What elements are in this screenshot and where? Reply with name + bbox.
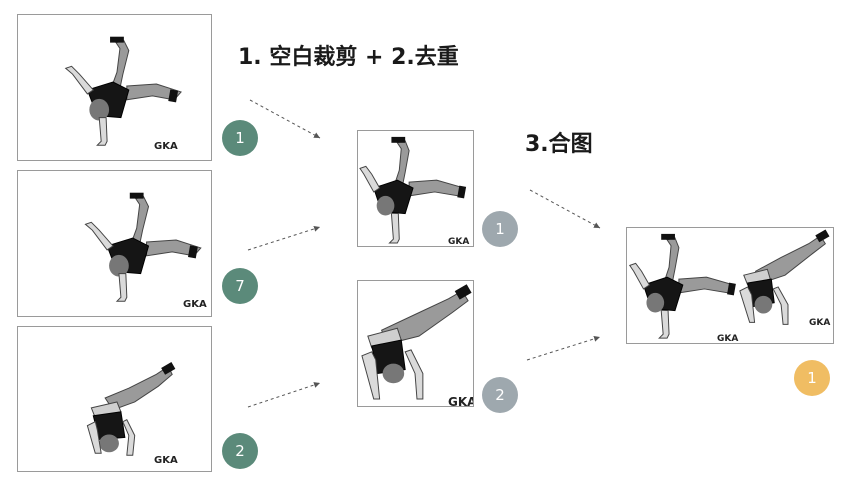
breakdancer-figure: [64, 36, 182, 146]
watermark-gka: GKA: [154, 455, 178, 466]
source-frame-2: GKA: [17, 170, 212, 317]
watermark-gka: GKA: [183, 299, 207, 310]
count-badge: 1: [482, 211, 518, 247]
count-badge: 2: [482, 377, 518, 413]
count-badge: 2: [222, 433, 258, 469]
watermark-gka: GKA: [809, 318, 831, 328]
arrow-crop2-to-merge: [526, 335, 601, 361]
count-badge: 7: [222, 268, 258, 304]
arrow-crop1-to-merge: [529, 189, 601, 229]
source-frame-3: GKA: [17, 326, 212, 472]
watermark-gka: GKA: [717, 334, 739, 344]
watermark-gka: GKA: [448, 395, 474, 407]
cropped-frame-2: GKA: [357, 280, 474, 407]
cropped-frame-1: GKA: [357, 130, 474, 247]
step-1-2-title: 1. 空白裁剪 + 2.去重: [238, 45, 459, 70]
breakdancer-figure: [359, 136, 467, 244]
arrow-2-to-crop: [247, 225, 321, 251]
watermark-gka: GKA: [154, 141, 178, 152]
count-badge: 1: [794, 360, 830, 396]
merged-figures: [628, 229, 830, 339]
arrow-3-to-crop: [247, 382, 321, 408]
breakdancer-figure: [86, 362, 176, 456]
source-frame-1: GKA: [17, 14, 212, 161]
step-3-title: 3.合图: [525, 132, 593, 157]
watermark-gka: GKA: [448, 237, 470, 247]
breakdancer-figure: [84, 192, 202, 302]
arrow-1-to-crop: [249, 99, 321, 139]
count-badge: 1: [222, 120, 258, 156]
breakdancer-figure: [361, 284, 472, 400]
merged-spritesheet: GKA GKA: [626, 227, 834, 344]
